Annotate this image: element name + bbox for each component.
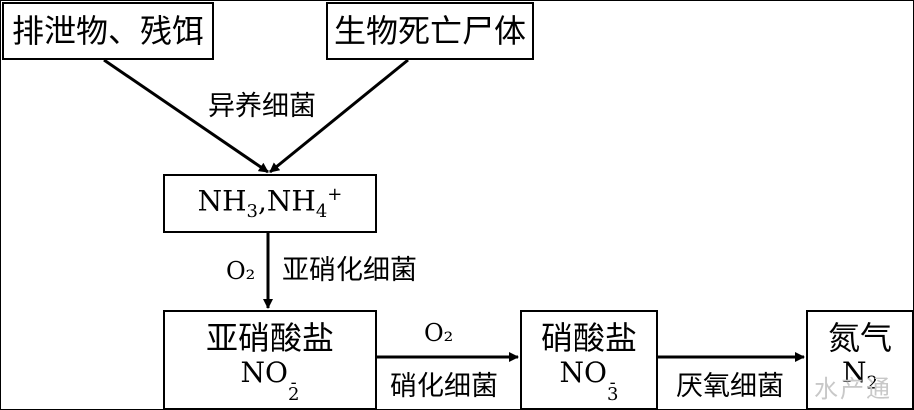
box-nitrate: 硝酸盐 NO-3 [520,310,658,410]
arrow-excreta-to-ammonia [103,58,269,174]
box-nitrite-name: 亚硝酸盐 [205,318,334,357]
label-anaerobic-bacteria: 厌氧细菌 [676,371,784,402]
box-excreta-label: 排泄物、残饵 [11,12,204,50]
label-nitrite-bacteria: 亚硝化细菌 [282,255,417,286]
label-heterotrophic-bacteria: 异养细菌 [208,91,316,122]
box-dead-bodies: 生物死亡尸体 [326,2,534,60]
watermark-logo: 水产通 [814,375,892,403]
box-dead-bodies-label: 生物死亡尸体 [333,12,526,50]
arrow-dead-to-ammonia [269,58,409,174]
box-nitrogen: 氮气 N2 [806,310,914,410]
box-nitrite: 亚硝酸盐 NO-2 [163,310,377,410]
box-nitrate-name: 硝酸盐 [540,318,637,357]
label-nitrifying-bacteria: 硝化细菌 [390,371,498,402]
box-ammonia: NH3,NH4+ [163,174,377,233]
nitrate-formula: NO-3 [559,355,619,405]
nitrite-formula: NO-2 [240,355,300,405]
box-nitrogen-name: 氮气 [827,318,892,357]
label-o2-a: O₂ [226,257,256,285]
nitrogen-formula: N2 [842,355,878,394]
label-o2-b: O₂ [424,319,454,347]
ammonia-formula: NH3,NH4+ [197,184,343,222]
box-excreta: 排泄物、残饵 [2,2,214,60]
